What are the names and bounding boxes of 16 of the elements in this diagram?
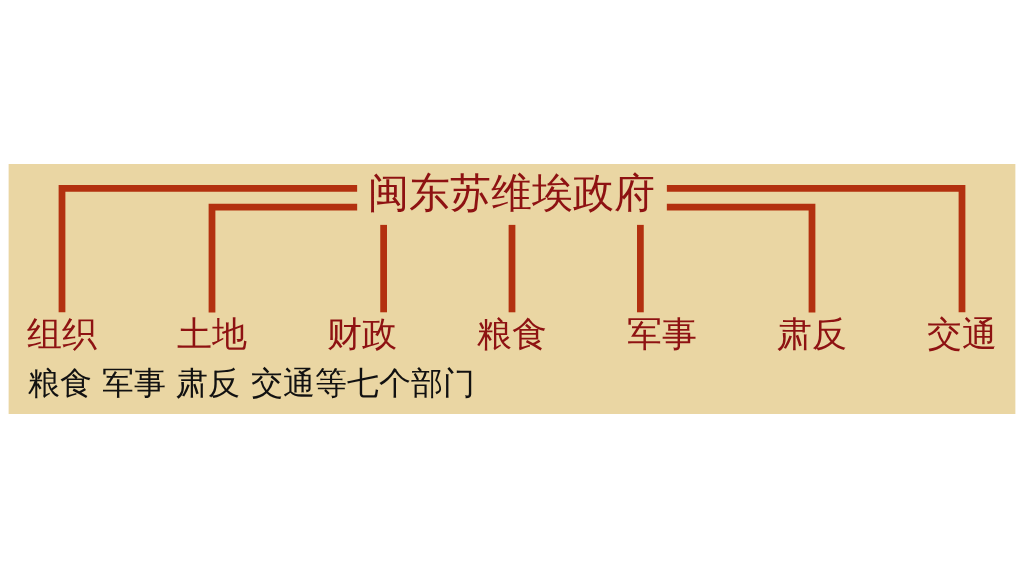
node-text: 肃反 xyxy=(777,312,847,354)
connector xyxy=(666,203,816,312)
connector xyxy=(380,224,387,312)
connector xyxy=(58,184,358,312)
caption: 粮食 军事 肃反 交通等七个部门 xyxy=(27,363,475,402)
node-text: 财政 xyxy=(327,312,397,354)
connector xyxy=(637,224,644,312)
connector xyxy=(508,224,516,312)
node-text: 交通 xyxy=(927,312,997,354)
connector xyxy=(666,184,966,312)
node-text: 闽东苏维埃政府 xyxy=(368,168,656,217)
node-text: 粮食 xyxy=(477,312,547,354)
node-text: 组织 xyxy=(27,312,97,354)
node-text: 军事 xyxy=(627,312,697,354)
node-text: 土地 xyxy=(177,312,247,354)
connector xyxy=(208,203,358,312)
